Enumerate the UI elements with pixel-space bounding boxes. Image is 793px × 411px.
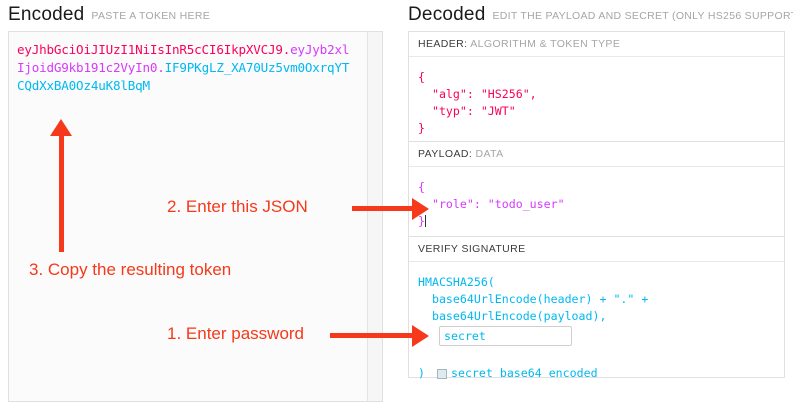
payload-json-text: { "role": "todo_user" } xyxy=(418,180,565,228)
payload-label-light: DATA xyxy=(475,148,504,160)
annotation-step-1-arrow-shaft xyxy=(330,333,414,338)
annotation-step-2-arrow-head xyxy=(412,198,429,220)
verify-last-line: ) secret base64 encoded xyxy=(418,365,775,382)
verify-section-label: VERIFY SIGNATURE xyxy=(409,237,784,262)
decoded-header-section: HEADER: ALGORITHM & TOKEN TYPE { "alg": … xyxy=(408,31,785,142)
token-separator-2: . xyxy=(157,60,165,75)
encoded-token-panel[interactable]: eyJhbGciOiJIUzI1NiIsInR5cCI6IkpXVCJ9.eyJ… xyxy=(8,31,383,402)
decoded-payload-section: PAYLOAD: DATA { "role": "todo_user" } xyxy=(408,141,785,237)
hmac-line-3: base64UrlEncode(payload), xyxy=(418,309,607,323)
token-header-segment: eyJhbGciOiJIUzI1NiIsInR5cCI6IkpXVCJ9 xyxy=(17,42,283,57)
payload-label-strong: PAYLOAD: xyxy=(418,148,473,160)
annotation-step-3-arrow-shaft xyxy=(59,132,64,252)
base64-encoded-checkbox[interactable] xyxy=(436,368,447,379)
token-separator-1: . xyxy=(282,42,291,57)
payload-section-label: PAYLOAD: DATA xyxy=(409,142,784,167)
hmac-line-1: HMACSHA256( xyxy=(418,275,495,289)
annotation-step-1-arrow-head xyxy=(412,325,429,347)
encoded-token-text[interactable]: eyJhbGciOiJIUzI1NiIsInR5cCI6IkpXVCJ9.eyJ… xyxy=(17,41,355,95)
header-json-body[interactable]: { "alg": "HS256", "typ": "JWT" } xyxy=(418,70,537,135)
verify-signature-body: HMACSHA256( base64UrlEncode(header) + ".… xyxy=(409,262,784,380)
decoded-subtitle: EDIT THE PAYLOAD AND SECRET (ONLY HS256 … xyxy=(492,10,793,22)
annotation-step-1-text: 1. Enter password xyxy=(167,324,305,343)
payload-json-editor[interactable]: { "role": "todo_user" } xyxy=(409,167,784,236)
text-caret xyxy=(424,215,426,227)
decoded-title: Decoded xyxy=(408,4,486,25)
header-label-strong: HEADER: xyxy=(418,38,468,50)
hmac-line-2: base64UrlEncode(header) + "." + xyxy=(418,292,649,306)
decoded-column-heading: Decoded EDIT THE PAYLOAD AND SECRET (ONLY… xyxy=(408,4,793,26)
verify-label-strong: VERIFY SIGNATURE xyxy=(418,243,526,255)
annotation-step-2-arrow-shaft xyxy=(352,206,414,211)
token-signature-segment: IF9PKgLZ_XA70Uz5vm0OxrqYTCQdXxBA0Oz4uK8l… xyxy=(17,60,350,93)
encoded-title: Encoded xyxy=(8,4,85,25)
encoded-subtitle: PASTE A TOKEN HERE xyxy=(91,10,211,22)
header-label-light: ALGORITHM & TOKEN TYPE xyxy=(470,38,621,50)
header-section-label: HEADER: ALGORITHM & TOKEN TYPE xyxy=(409,32,784,57)
secret-input[interactable] xyxy=(439,326,572,346)
annotation-step-3-text: 3. Copy the resulting token xyxy=(29,260,232,279)
decoded-verify-signature-section: VERIFY SIGNATURE HMACSHA256( base64UrlEn… xyxy=(408,236,785,380)
closing-paren: ) xyxy=(418,366,425,380)
token-payload-segment: eyJyb2xlIjoidG9kb191c2VyIn0 xyxy=(17,42,350,75)
annotation-step-2-text: 2. Enter this JSON xyxy=(167,197,308,216)
decoded-panel: HEADER: ALGORITHM & TOKEN TYPE { "alg": … xyxy=(408,31,785,380)
encoded-panel-scrollbar[interactable] xyxy=(367,32,382,401)
base64-encoded-label: secret base64 encoded xyxy=(450,366,598,380)
encoded-column-heading: Encoded PASTE A TOKEN HERE xyxy=(8,4,210,26)
annotation-step-3-arrow-head xyxy=(50,119,72,136)
